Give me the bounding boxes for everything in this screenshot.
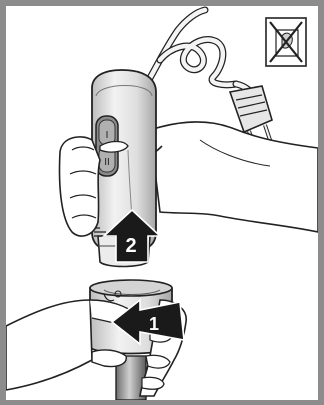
power-cord	[150, 10, 254, 98]
hand-blender-assembly-illustration: I II 2	[6, 6, 318, 400]
illustration-panel: I II 2	[6, 6, 318, 400]
switch-label-1: I	[106, 130, 109, 141]
switch-label-2: II	[104, 157, 110, 168]
step-1-number: 1	[149, 314, 159, 334]
step-2-number: 2	[125, 235, 136, 257]
no-submerge-icon	[266, 18, 306, 66]
